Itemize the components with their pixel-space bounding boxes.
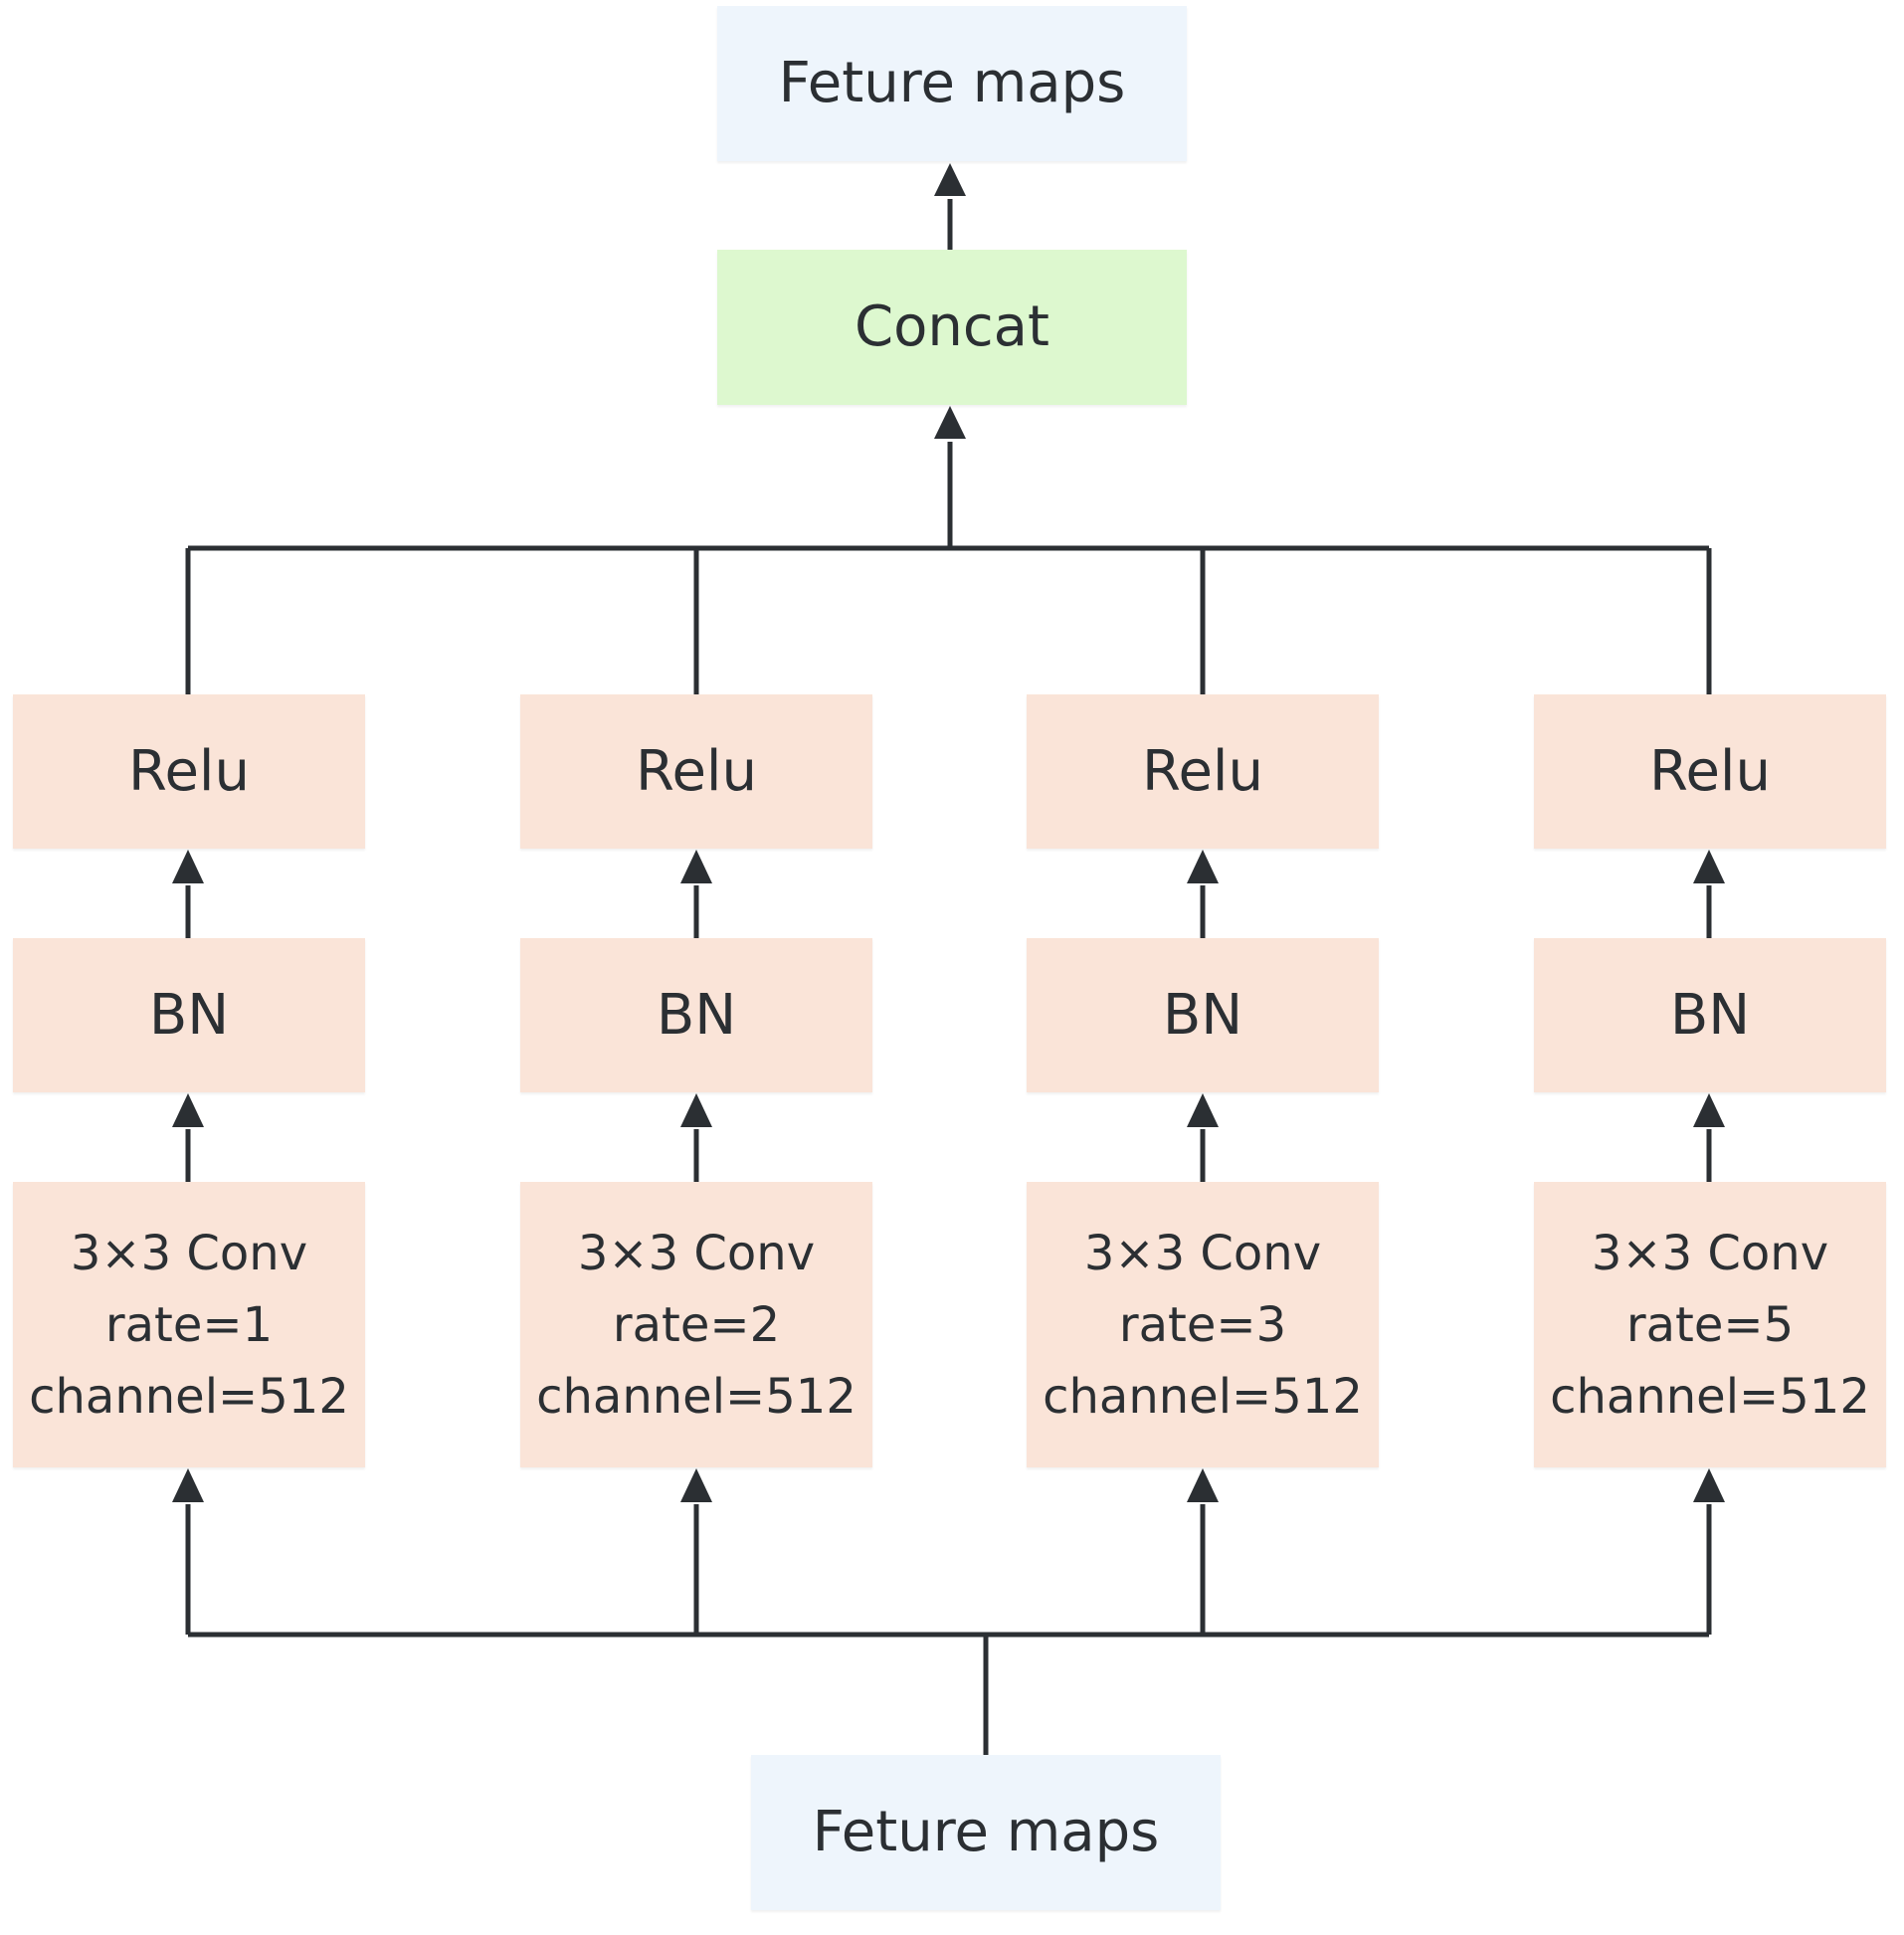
arrowhead-conv1	[172, 1468, 204, 1502]
arrowhead-conv4	[1693, 1468, 1725, 1502]
arrowhead-bn1	[172, 1093, 204, 1127]
arrowhead-relu1	[172, 850, 204, 883]
output-feature-maps-node: Feture maps	[717, 6, 1187, 161]
relu-label-4: Relu	[1649, 738, 1771, 804]
conv-channel-label-2: channel=512	[536, 1368, 857, 1425]
arrowhead-concat	[934, 406, 966, 439]
bn-label-4: BN	[1669, 982, 1751, 1048]
conv-channel-label-3: channel=512	[1043, 1368, 1363, 1425]
bn-node-3: BN	[1027, 938, 1379, 1092]
bn-node-1: BN	[13, 938, 365, 1092]
conv-kernel-label-4: 3×3 Conv	[1591, 1225, 1829, 1281]
conv-kernel-label-3: 3×3 Conv	[1083, 1225, 1322, 1281]
conv-rate-label-3: rate=3	[1118, 1296, 1287, 1353]
arrowhead-bn2	[680, 1093, 712, 1127]
bn-label-3: BN	[1162, 982, 1243, 1048]
concat-node: Concat	[717, 250, 1187, 405]
relu-label-1: Relu	[128, 738, 250, 804]
input-feature-maps-label: Feture maps	[812, 1800, 1160, 1864]
arrowhead-bn4	[1693, 1093, 1725, 1127]
arrowhead-conv2	[680, 1468, 712, 1502]
conv-kernel-label-2: 3×3 Conv	[577, 1225, 816, 1281]
conv-rate-label-4: rate=5	[1625, 1296, 1795, 1353]
arrowhead-relu3	[1187, 850, 1219, 883]
conv-rate-label-1: rate=1	[104, 1296, 274, 1353]
conv-node-3: 3×3 Conv rate=3 channel=512	[1027, 1182, 1379, 1467]
output-feature-maps-label: Feture maps	[778, 51, 1126, 115]
relu-label-2: Relu	[636, 738, 757, 804]
arrowhead-bn3	[1187, 1093, 1219, 1127]
input-feature-maps-node: Feture maps	[751, 1755, 1221, 1910]
conv-channel-label-4: channel=512	[1550, 1368, 1870, 1425]
arrowhead-conv3	[1187, 1468, 1219, 1502]
relu-node-2: Relu	[520, 694, 872, 849]
bn-label-2: BN	[656, 982, 737, 1048]
conv-kernel-label-1: 3×3 Conv	[70, 1225, 308, 1281]
conv-node-2: 3×3 Conv rate=2 channel=512	[520, 1182, 872, 1467]
relu-node-1: Relu	[13, 694, 365, 849]
conv-rate-label-2: rate=2	[612, 1296, 781, 1353]
relu-node-3: Relu	[1027, 694, 1379, 849]
relu-label-3: Relu	[1142, 738, 1263, 804]
bn-node-4: BN	[1534, 938, 1886, 1092]
conv-node-4: 3×3 Conv rate=5 channel=512	[1534, 1182, 1886, 1467]
bn-node-2: BN	[520, 938, 872, 1092]
arrowhead-relu2	[680, 850, 712, 883]
conv-channel-label-1: channel=512	[29, 1368, 349, 1425]
relu-node-4: Relu	[1534, 694, 1886, 849]
arrowhead-relu4	[1693, 850, 1725, 883]
concat-label: Concat	[855, 294, 1049, 359]
bn-label-1: BN	[148, 982, 230, 1048]
arrowhead-output	[934, 163, 966, 196]
conv-node-1: 3×3 Conv rate=1 channel=512	[13, 1182, 365, 1467]
